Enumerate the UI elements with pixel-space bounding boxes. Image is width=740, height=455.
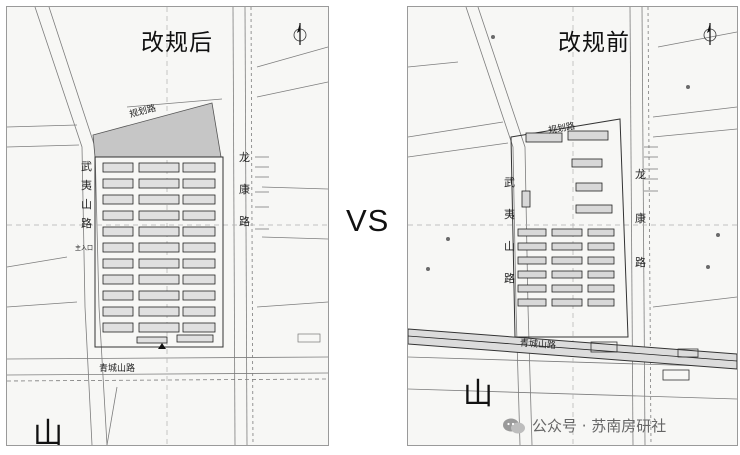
road-label-west: 武夷 山路 (504, 176, 515, 285)
building-block (575, 182, 603, 192)
plan-after-panel: 改规后 规划路 武夷 山路 龙康 路 青城山路 主入口 山 (6, 6, 329, 446)
building-block (182, 162, 216, 173)
plan-after-title: 改规后 (141, 30, 213, 56)
building-block (551, 270, 583, 279)
building-block (517, 284, 547, 293)
building-block (136, 336, 168, 344)
north-arrow-icon (703, 23, 717, 45)
road-label-east: 龙康 路 (239, 151, 250, 228)
building-block (102, 290, 134, 301)
building-block (138, 258, 180, 269)
building-block (138, 194, 180, 205)
building-block (182, 306, 216, 317)
building-block (517, 242, 547, 251)
entrance-label: 主入口 (75, 245, 94, 252)
building-block (138, 306, 180, 317)
road-label-west: 武夷 山路 (81, 160, 92, 230)
road-label-south: 青城山路 (99, 364, 136, 374)
building-block (138, 274, 180, 285)
plan-before-title: 改规前 (558, 30, 630, 56)
building-block (182, 274, 216, 285)
building-block (587, 270, 615, 279)
building-block (138, 178, 180, 189)
building-block (102, 226, 134, 237)
building-block (571, 158, 603, 168)
vs-label: VS (346, 203, 390, 238)
building-block (102, 210, 134, 221)
building-block (182, 322, 216, 333)
road-label-south: 青城山路 (519, 338, 557, 352)
building-block (138, 210, 180, 221)
building-block (138, 226, 180, 237)
building-block (587, 284, 615, 293)
building-block (102, 194, 134, 205)
site-plan-after (7, 7, 328, 445)
watermark: 公众号 · 苏南房研社 (502, 415, 666, 436)
building-block (551, 284, 583, 293)
building-block (567, 130, 609, 141)
building-block (182, 194, 216, 205)
building-block (575, 204, 613, 214)
building-block (176, 334, 214, 343)
building-block (587, 256, 615, 265)
building-block (102, 162, 134, 173)
building-block (102, 306, 134, 317)
mountain-char: 山 (463, 377, 493, 412)
building-block (551, 228, 583, 237)
building-block (182, 210, 216, 221)
building-block (517, 270, 547, 279)
building-block (517, 298, 547, 307)
building-block (138, 290, 180, 301)
building-block (525, 132, 563, 143)
building-block (102, 258, 134, 269)
building-block (521, 190, 531, 208)
building-block (182, 258, 216, 269)
watermark-text: 公众号 · 苏南房研社 (532, 417, 667, 435)
building-block (182, 290, 216, 301)
mountain-char: 山 (33, 417, 63, 446)
building-block (138, 322, 180, 333)
building-block (587, 228, 615, 237)
north-arrow-icon (293, 23, 307, 45)
building-block (102, 242, 134, 253)
building-block (517, 256, 547, 265)
building-block (102, 274, 134, 285)
building-block (138, 242, 180, 253)
building-block (587, 242, 615, 251)
building-block (138, 162, 180, 173)
building-block (102, 322, 134, 333)
site-plan-before (408, 7, 737, 445)
building-block (551, 298, 583, 307)
building-block (551, 256, 583, 265)
plan-before-panel: 改规前 规划路 武夷 山路 龙康 路 青城山路 山 (407, 6, 738, 446)
building-block (102, 178, 134, 189)
building-block (587, 298, 615, 307)
building-block (551, 242, 583, 251)
building-block (182, 226, 216, 237)
building-block (182, 178, 216, 189)
building-block (182, 242, 216, 253)
road-label-east: 龙康 路 (635, 168, 646, 269)
building-block (517, 228, 547, 237)
wechat-icon (503, 418, 525, 433)
